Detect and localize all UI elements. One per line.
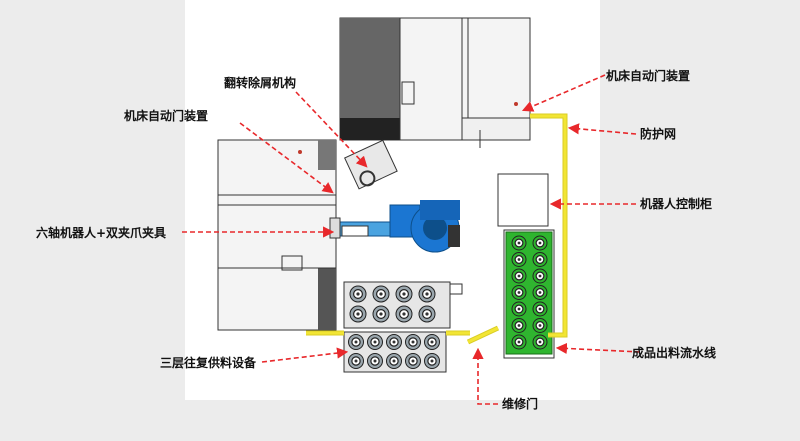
- six-axis-robot: [329, 200, 460, 253]
- part-holder: [532, 235, 548, 251]
- part-holder: [532, 252, 548, 267]
- arrow-flip: [295, 91, 368, 168]
- upper-cnc-machine: [339, 17, 531, 148]
- arrow-maint: [472, 347, 498, 405]
- label-finished-conveyor: 成品出料流水线: [632, 345, 716, 360]
- part-holder: [372, 285, 390, 303]
- part-holder: [395, 285, 413, 303]
- flip-chip-removal-mechanism: [344, 139, 398, 190]
- part-holder: [367, 334, 383, 350]
- part-holder: [405, 334, 421, 350]
- part-holder: [532, 334, 548, 350]
- three-layer-feeder: [343, 281, 463, 373]
- part-holder: [511, 235, 527, 251]
- part-holder: [386, 334, 402, 350]
- part-holder: [511, 334, 527, 350]
- arrow-conveyor: [555, 342, 641, 355]
- part-holder: [395, 305, 413, 323]
- label-maintenance-door: 维修门: [502, 396, 538, 411]
- arrow-door-right: [521, 74, 606, 112]
- part-holder: [532, 301, 548, 317]
- arrow-guard: [567, 123, 637, 135]
- arrow-door-left: [239, 122, 334, 194]
- part-holder: [511, 318, 527, 333]
- part-holder: [511, 301, 527, 317]
- part-holder: [349, 285, 367, 303]
- part-holder: [372, 305, 390, 323]
- finished-conveyor: [503, 229, 555, 359]
- part-holder: [418, 285, 436, 303]
- part-holder: [532, 318, 548, 333]
- part-holder: [511, 285, 527, 300]
- part-holder: [511, 268, 527, 284]
- part-holder: [348, 353, 364, 369]
- label-guard-net: 防护网: [640, 126, 676, 141]
- part-holder: [386, 353, 402, 369]
- part-holder: [424, 334, 440, 350]
- part-holder: [511, 252, 527, 267]
- label-robot-controller: 机器人控制柜: [640, 196, 712, 211]
- part-holder: [367, 353, 383, 369]
- part-holder: [418, 305, 436, 323]
- guard-fence-inner: [306, 114, 567, 344]
- part-holder: [532, 268, 548, 284]
- part-holder: [405, 353, 421, 369]
- part-holder: [348, 334, 364, 350]
- robot-controller-cabinet: [497, 173, 549, 227]
- callout-arrows: [182, 74, 641, 405]
- label-machine-door-right: 机床自动门装置: [606, 68, 690, 83]
- arrow-feeder: [261, 347, 349, 363]
- left-cnc-machine: [217, 139, 337, 331]
- label-flip-chip-removal: 翻转除屑机构: [224, 75, 296, 90]
- part-holder: [349, 305, 367, 323]
- label-three-layer-feeder: 三层往复供料设备: [160, 355, 257, 370]
- part-holder: [424, 353, 440, 369]
- label-six-axis-robot: 六轴机器人+双夹爪夹具: [36, 225, 166, 240]
- part-holder: [532, 285, 548, 300]
- label-machine-door-left: 机床自动门装置: [124, 108, 208, 123]
